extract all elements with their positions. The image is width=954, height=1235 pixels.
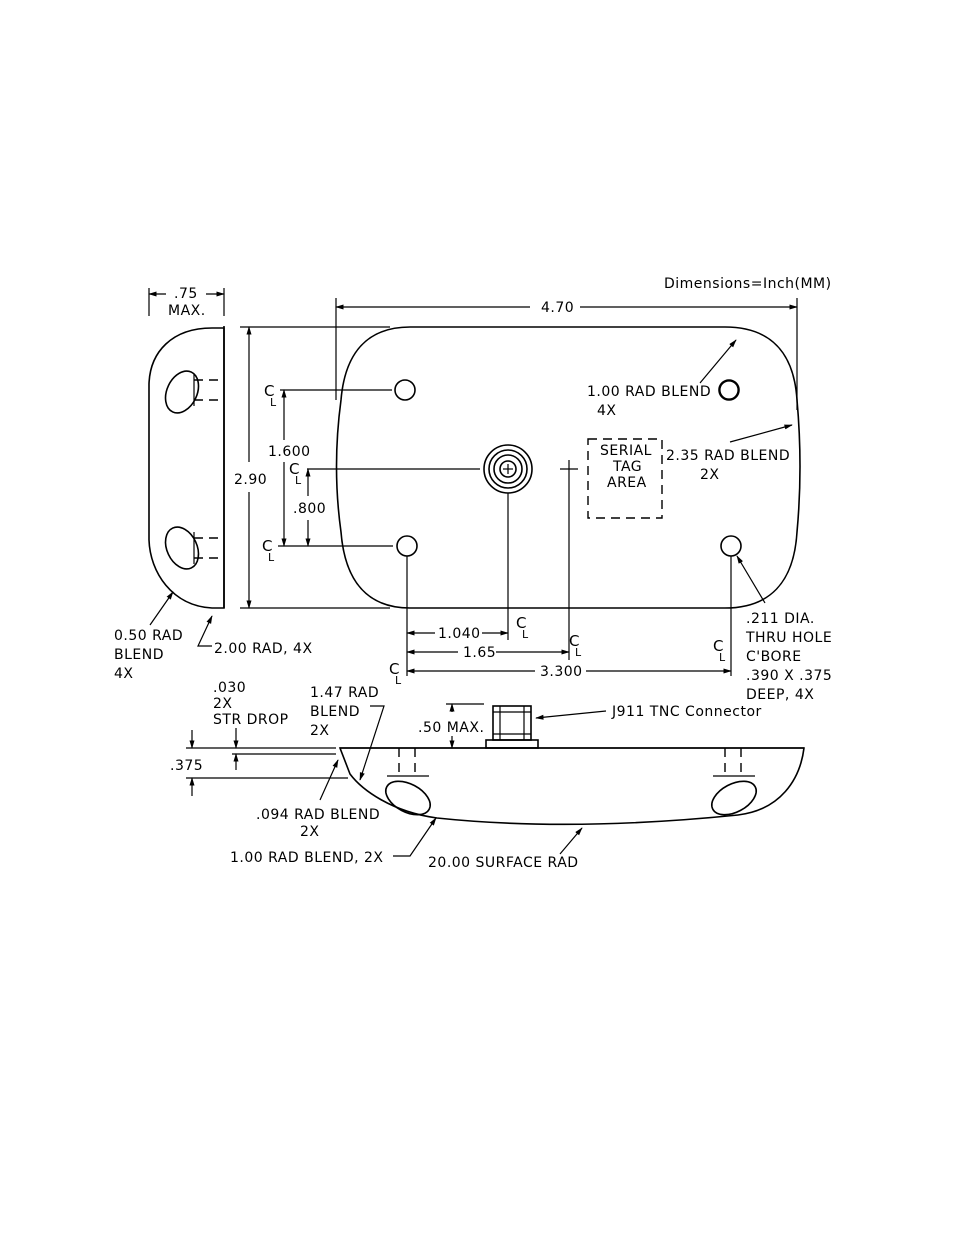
svg-text:C: C [713, 637, 723, 655]
center-mark [560, 460, 578, 478]
side-counterbore-top [164, 370, 200, 414]
svg-text:L: L [395, 674, 402, 687]
rad-200-label: 2.00 RAD, 4X [214, 641, 313, 657]
hole-spec-line1: .211 DIA. [746, 611, 815, 627]
rad147-line2: BLEND [310, 704, 360, 720]
side-blend-label: 2.35 RAD BLEND [666, 448, 790, 464]
svg-text:C: C [289, 460, 299, 478]
units-note: Dimensions=Inch(MM) [664, 276, 832, 292]
hole-spacing-vertical: 1.600 [268, 444, 311, 460]
side-counterbore-bottom [164, 526, 200, 570]
mount-hole-bottom-right [720, 535, 742, 557]
svg-text:L: L [295, 474, 302, 487]
svg-text:C: C [516, 614, 526, 632]
rad094-line2: 2X [300, 824, 320, 840]
front-view: .375 .030 2X STR DROP 1.47 RAD BLEND 2X … [170, 680, 805, 871]
half-spacing: .800 [293, 501, 326, 517]
str-drop-line2: 2X [213, 696, 233, 712]
svg-text:L: L [719, 651, 726, 664]
front-view-profile [338, 747, 805, 826]
dim-center-offset: 1.65 [463, 645, 496, 661]
tnc-connector-body [485, 705, 539, 749]
side-view: .75 MAX. 0.50 RAD BLEND 4X 2.00 RAD, 4X [114, 286, 313, 682]
hole-spec-line4: .390 X .375 [746, 668, 832, 684]
svg-text:C: C [569, 632, 579, 650]
mount-hole-bottom-left [396, 535, 418, 557]
hole-spec-line5: DEEP, 4X [746, 687, 814, 703]
overall-width: 4.70 [541, 300, 574, 316]
svg-text:L: L [522, 628, 529, 641]
front-thickness: .375 [170, 758, 203, 774]
corner-blend-count: 4X [597, 403, 617, 419]
svg-text:L: L [270, 396, 277, 409]
svg-text:C: C [389, 660, 399, 678]
dim-hole-spacing: 3.300 [540, 664, 583, 680]
surface-rad-label: 20.00 SURFACE RAD [428, 855, 579, 871]
dim-connector-offset: 1.040 [438, 626, 481, 642]
tnc-connector-symbol [483, 444, 533, 494]
corner-blend-label: 1.00 RAD BLEND [587, 384, 711, 400]
mount-hole-top-right [718, 379, 740, 401]
tag-line2: TAG [612, 459, 642, 475]
side-thickness-label: .75 [174, 286, 198, 302]
connector-label: J911 TNC Connector [611, 704, 762, 720]
svg-text:L: L [268, 551, 275, 564]
side-thickness-max: MAX. [168, 303, 206, 319]
rad147-line3: 2X [310, 723, 330, 739]
blend-050-line1: 0.50 RAD [114, 628, 183, 644]
str-drop-line1: .030 [213, 680, 246, 696]
serial-tag-area [587, 438, 663, 519]
connector-max-height: .50 MAX. [418, 720, 484, 736]
side-view-profile [148, 327, 225, 609]
front-counterbore-right [711, 780, 757, 816]
blend-050-line3: 4X [114, 666, 134, 682]
svg-text:L: L [575, 646, 582, 659]
side-blend-count: 2X [700, 467, 720, 483]
rad147-line1: 1.47 RAD [310, 685, 379, 701]
overall-height: 2.90 [234, 472, 267, 488]
svg-text:C: C [262, 537, 272, 555]
blend-050-line2: BLEND [114, 647, 164, 663]
centerline-symbol: C [264, 382, 274, 400]
mount-hole-top-left [394, 379, 416, 401]
front-counterbore-left [385, 780, 431, 816]
top-view: SERIAL TAG AREA 4.70 2.90 C L C L C L 1.… [234, 298, 832, 703]
tag-line3: AREA [607, 475, 647, 491]
hole-spec-line3: C'BORE [746, 649, 802, 665]
rad100-label: 1.00 RAD BLEND, 2X [230, 850, 384, 866]
str-drop-line3: STR DROP [213, 712, 289, 728]
rad094-line1: .094 RAD BLEND [256, 807, 380, 823]
hole-spec-line2: THRU HOLE [745, 630, 832, 646]
tag-line1: SERIAL [600, 443, 652, 459]
